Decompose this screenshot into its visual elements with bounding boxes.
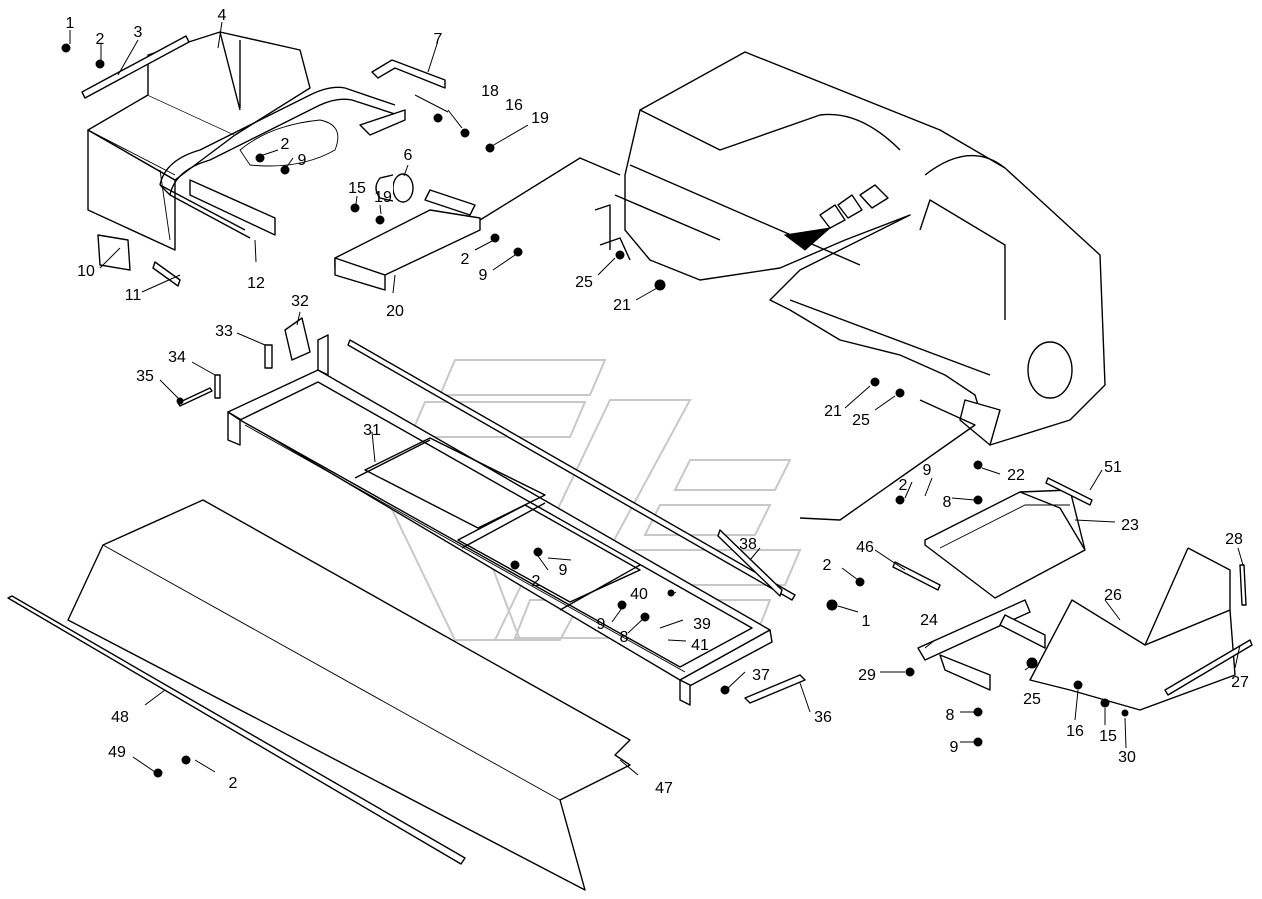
callout-2: 2	[96, 31, 105, 48]
main-frame	[227, 334, 796, 706]
rear-box	[1029, 547, 1253, 711]
callout-47: 47	[655, 780, 673, 797]
callout-20: 20	[386, 303, 404, 320]
callout-2: 2	[281, 136, 290, 153]
callout-33: 33	[215, 323, 233, 340]
callout-1: 1	[66, 15, 75, 32]
long-strip	[7, 595, 466, 865]
bottom-panel	[67, 499, 631, 891]
cover-23	[924, 489, 1086, 599]
callout-11: 11	[125, 287, 142, 304]
callout-16: 16	[1066, 723, 1084, 740]
callout-16: 16	[505, 97, 523, 114]
callout-29: 29	[858, 667, 876, 684]
callout-18: 18	[481, 83, 499, 100]
bracket-7	[371, 59, 446, 89]
callout-30: 30	[1118, 749, 1136, 766]
callout-15: 15	[348, 180, 366, 197]
floor-plate	[479, 157, 976, 521]
callout-19: 19	[374, 189, 392, 206]
callout-46: 46	[856, 539, 874, 556]
callout-2: 2	[823, 557, 832, 574]
strips	[717, 477, 1093, 704]
callout-28: 28	[1225, 531, 1243, 548]
callout-9: 9	[950, 739, 959, 756]
hood-body	[614, 51, 1106, 446]
callout-8: 8	[943, 494, 952, 511]
callout-8: 8	[620, 629, 629, 646]
callout-36: 36	[814, 709, 832, 726]
callout-26: 26	[1104, 587, 1122, 604]
callout-2: 2	[899, 477, 908, 494]
callout-21: 21	[613, 297, 631, 314]
callout-15: 15	[1099, 728, 1117, 745]
callout-9: 9	[597, 616, 606, 633]
callout-4: 4	[218, 7, 227, 24]
callout-10: 10	[77, 263, 95, 280]
cross-tube	[917, 599, 1046, 691]
callout-23: 23	[1121, 517, 1139, 534]
callout-35: 35	[136, 368, 154, 385]
callout-25: 25	[852, 412, 870, 429]
callout-34: 34	[168, 349, 186, 366]
callout-41: 41	[691, 637, 709, 654]
callout-40: 40	[630, 586, 648, 603]
tube-frame	[159, 86, 406, 239]
callout-12: 12	[247, 275, 265, 292]
callout-51: 51	[1104, 459, 1122, 476]
callout-25: 25	[1023, 691, 1041, 708]
callout-25: 25	[575, 274, 593, 291]
brackets-10-11	[97, 234, 181, 287]
callout-22: 22	[1007, 467, 1025, 484]
motor-bracket	[334, 173, 481, 291]
callout-24: 24	[920, 612, 938, 629]
callout-48: 48	[111, 709, 129, 726]
callout-3: 3	[134, 24, 143, 41]
callout-9: 9	[923, 462, 932, 479]
callout-32: 32	[291, 293, 309, 310]
callout-1: 1	[862, 613, 871, 630]
callout-2: 2	[229, 775, 238, 792]
callout-37: 37	[752, 667, 770, 684]
callout-49: 49	[108, 744, 126, 761]
callout-9: 9	[559, 562, 568, 579]
callout-38: 38	[739, 536, 757, 553]
callout-2: 2	[461, 251, 470, 268]
small-brackets	[177, 317, 311, 407]
callout-27: 27	[1231, 674, 1249, 691]
callout-8: 8	[946, 707, 955, 724]
callout-7: 7	[434, 31, 443, 48]
side-guard-box	[87, 31, 311, 251]
leader-lines	[69, 21, 1244, 776]
strip-3	[81, 35, 190, 99]
callout-21: 21	[824, 403, 842, 420]
callout-19: 19	[531, 110, 549, 127]
callout-6: 6	[404, 147, 413, 164]
callout-31: 31	[363, 422, 381, 439]
callout-9: 9	[298, 152, 307, 169]
callout-9: 9	[479, 267, 488, 284]
callout-39: 39	[693, 616, 711, 633]
callout-2: 2	[532, 573, 541, 590]
hardware	[61, 43, 1247, 778]
